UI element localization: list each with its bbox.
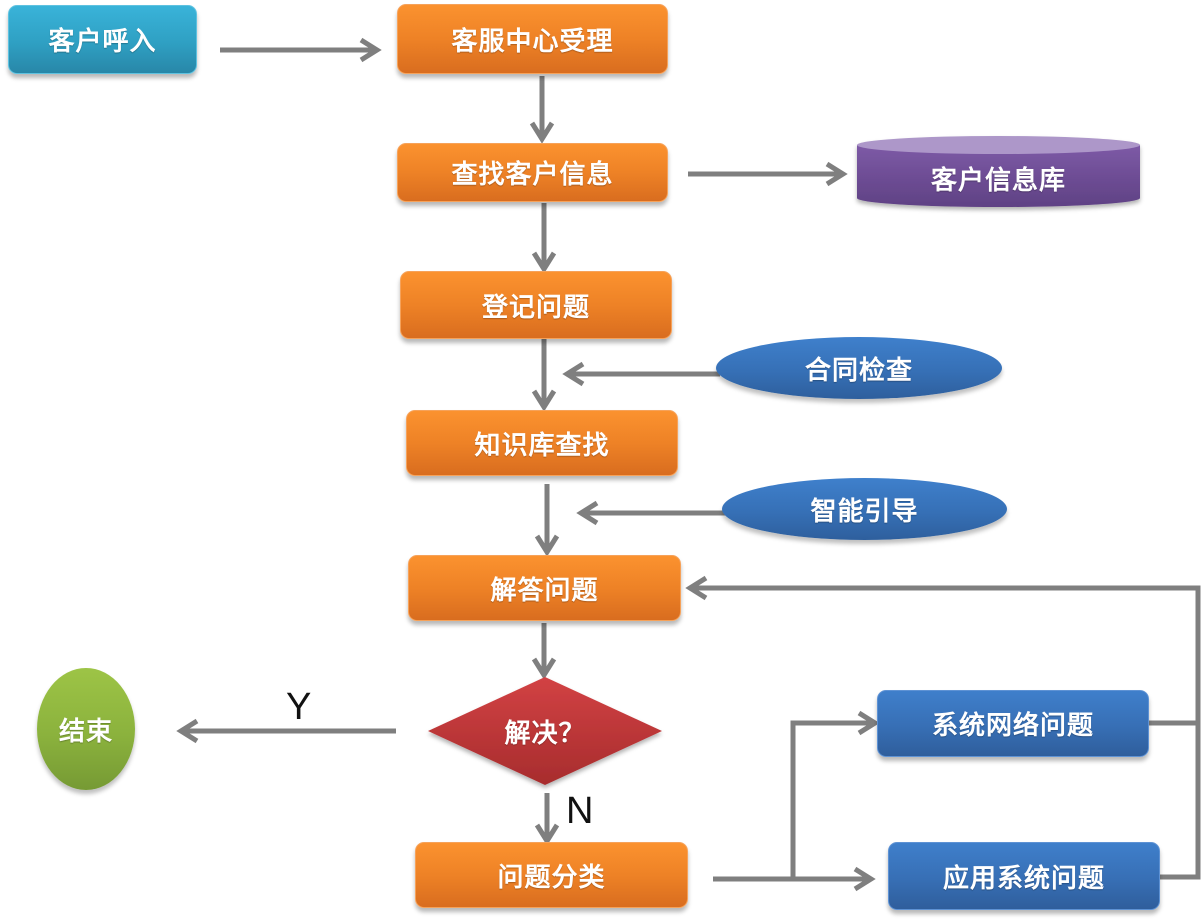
node-app-issue[interactable]: 应用系统问题 <box>888 842 1160 910</box>
arrowhead <box>576 500 599 526</box>
arrowhead <box>531 389 557 412</box>
node-label: 问题分类 <box>497 862 606 893</box>
node-resolved-decision[interactable]: 解决？ <box>470 707 620 755</box>
node-label: 客户呼入 <box>48 27 157 57</box>
node-label: 合同检查 <box>804 355 913 386</box>
node-label: 解答问题 <box>490 575 599 606</box>
node-label: 知识库查找 <box>474 430 610 461</box>
node-label: 客服中心受理 <box>451 26 614 57</box>
node-label: 结束 <box>58 716 113 747</box>
node-contract-check[interactable]: 合同检查 <box>716 337 1002 399</box>
edge-classify-to-network <box>790 720 874 879</box>
arrowhead <box>359 37 382 63</box>
arrowhead <box>825 161 848 187</box>
node-service-center[interactable]: 客服中心受理 <box>397 4 668 74</box>
node-label: 客户信息库 <box>930 165 1066 196</box>
node-classify-issue[interactable]: 问题分类 <box>415 842 688 908</box>
edge-app-feedback <box>691 585 1201 880</box>
node-label: 解决？ <box>504 718 586 749</box>
node-answer-issue[interactable]: 解答问题 <box>408 555 681 621</box>
edge-label-no: N <box>566 790 594 832</box>
arrowhead <box>534 534 560 557</box>
arrowhead <box>562 361 585 387</box>
node-label: 系统网络问题 <box>931 711 1094 741</box>
database-cylinder <box>857 136 1140 208</box>
node-register-issue[interactable]: 登记问题 <box>400 271 672 339</box>
arrowhead <box>534 823 560 846</box>
node-label: 登记问题 <box>481 292 590 323</box>
arrowhead <box>685 575 708 601</box>
node-customer-call[interactable]: 客户呼入 <box>8 5 197 74</box>
arrowhead <box>531 251 557 274</box>
node-find-customer[interactable]: 查找客户信息 <box>397 143 668 202</box>
node-label: 应用系统问题 <box>942 863 1105 894</box>
node-kb-search[interactable]: 知识库查找 <box>406 410 678 476</box>
decision-diamond <box>428 677 662 785</box>
node-label: 查找客户信息 <box>451 160 614 190</box>
node-customer-db[interactable]: 客户信息库 <box>857 154 1140 202</box>
arrowhead <box>529 121 555 144</box>
node-network-issue[interactable]: 系统网络问题 <box>877 690 1149 757</box>
arrowhead <box>857 710 880 736</box>
node-label: 智能引导 <box>810 496 919 527</box>
node-end[interactable]: 结束 <box>37 668 135 790</box>
arrowhead <box>853 866 876 892</box>
node-smart-guide[interactable]: 智能引导 <box>722 478 1007 540</box>
arrowhead <box>176 718 199 744</box>
arrowhead <box>531 657 557 680</box>
edge-label-yes: Y <box>286 686 312 728</box>
